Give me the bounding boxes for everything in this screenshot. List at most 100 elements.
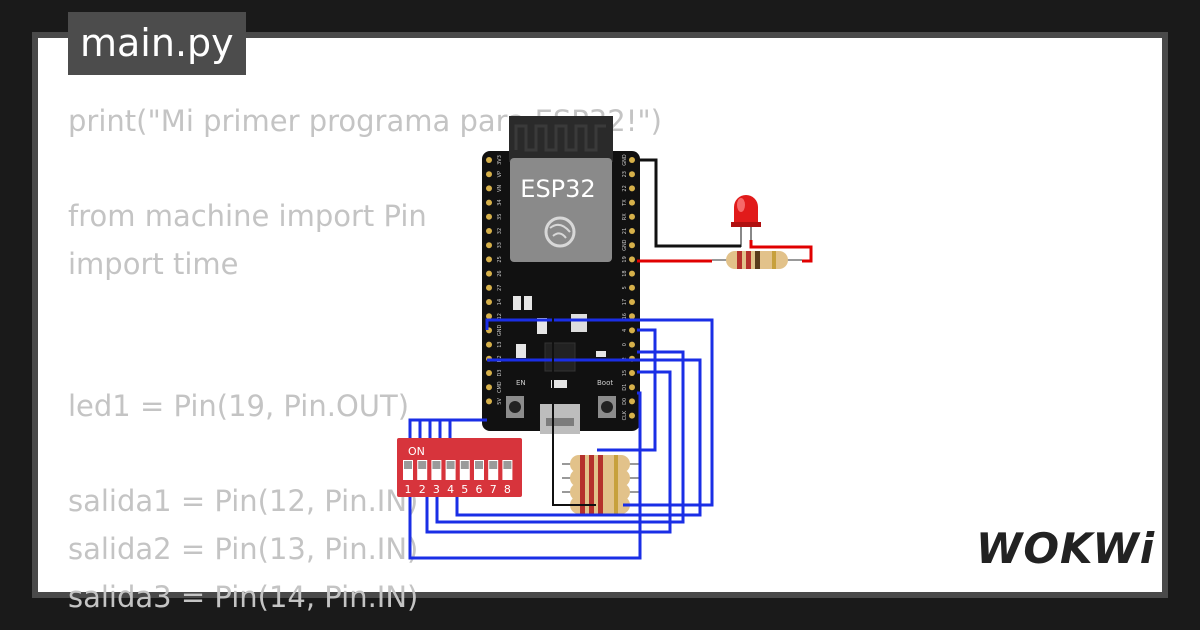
led-body bbox=[734, 195, 758, 225]
espressif-logo-swirl bbox=[549, 223, 571, 239]
pin-25[interactable] bbox=[486, 256, 492, 263]
pin-19[interactable] bbox=[629, 256, 635, 263]
pin-5[interactable] bbox=[629, 284, 635, 291]
pin-gnd[interactable] bbox=[629, 242, 635, 249]
wire-gnd-resistors bbox=[552, 276, 596, 506]
wire-gnd bbox=[637, 158, 741, 248]
pin-label: 23 bbox=[622, 171, 628, 177]
pin-label: 15 bbox=[622, 370, 628, 376]
pin-0[interactable] bbox=[629, 341, 635, 348]
dip-toggle-2[interactable] bbox=[417, 460, 428, 480]
pin-label: 27 bbox=[497, 285, 503, 291]
pin-label: 4 bbox=[622, 329, 628, 332]
pin-label: 21 bbox=[622, 228, 628, 234]
pin-d0[interactable] bbox=[629, 398, 635, 405]
led-resistor[interactable] bbox=[712, 251, 802, 269]
pin-label: 25 bbox=[497, 256, 503, 262]
pin-5v[interactable] bbox=[486, 398, 492, 405]
pin-label: 22 bbox=[622, 185, 628, 191]
pin-label: 12 bbox=[497, 313, 503, 319]
pin-33[interactable] bbox=[486, 242, 492, 249]
dip-number: 7 bbox=[490, 483, 497, 496]
dip-toggle-1[interactable] bbox=[403, 460, 413, 480]
en-button-cap[interactable] bbox=[509, 401, 521, 413]
dip-toggle-8[interactable] bbox=[502, 460, 513, 480]
pin-rx[interactable] bbox=[629, 213, 635, 220]
pin-22[interactable] bbox=[629, 185, 635, 192]
pin-d1[interactable] bbox=[629, 384, 635, 391]
pin-14[interactable] bbox=[486, 299, 492, 305]
pin-d3[interactable] bbox=[486, 370, 492, 376]
pin-17[interactable] bbox=[629, 299, 635, 305]
pin-label: 17 bbox=[622, 299, 628, 305]
pin-vp[interactable] bbox=[486, 171, 492, 178]
dip-on-label: ON bbox=[408, 445, 425, 458]
pin-12[interactable] bbox=[486, 313, 492, 320]
pin-clk[interactable] bbox=[629, 412, 635, 419]
pin-label: 5V bbox=[497, 398, 503, 405]
code-line: from machine import Pin bbox=[68, 199, 427, 233]
dip-number: 3 bbox=[433, 483, 440, 496]
wokwi-logo: WOKWi bbox=[976, 524, 1156, 573]
esp32-board[interactable]: ESP32 EN Boot 3V3VPVN343532332526271412G… bbox=[482, 116, 640, 434]
dip-toggle-knob bbox=[503, 461, 512, 469]
wire-led-resistor bbox=[749, 240, 813, 263]
en-label: EN bbox=[516, 379, 526, 387]
pin-label: 0 bbox=[622, 343, 628, 346]
pin-26[interactable] bbox=[486, 270, 492, 277]
pin-18[interactable] bbox=[629, 270, 635, 277]
pin-13[interactable] bbox=[486, 341, 492, 348]
pin-3v3[interactable] bbox=[486, 157, 492, 163]
red-led[interactable] bbox=[731, 195, 761, 247]
dip-number: 1 bbox=[405, 483, 412, 496]
pin-16[interactable] bbox=[629, 313, 635, 320]
pin-label: GND bbox=[622, 239, 628, 251]
pin-label: VN bbox=[497, 185, 503, 192]
code-line: import time bbox=[68, 247, 239, 281]
code-line: led1 = Pin(19, Pin.OUT) bbox=[68, 389, 410, 423]
pin-label: 5 bbox=[622, 286, 628, 289]
dip-number: 6 bbox=[476, 483, 483, 496]
pin-label: 32 bbox=[497, 228, 503, 234]
pin-4[interactable] bbox=[629, 327, 635, 334]
pin-23[interactable] bbox=[629, 171, 635, 178]
pin-15[interactable] bbox=[629, 370, 635, 376]
file-tab[interactable]: main.py bbox=[68, 12, 246, 75]
pin-label: VP bbox=[497, 171, 503, 177]
pin-cmd[interactable] bbox=[486, 384, 492, 391]
pin-27[interactable] bbox=[486, 284, 492, 291]
pin-label: 34 bbox=[497, 199, 503, 205]
pin-label: GND bbox=[497, 325, 503, 337]
boot-button-cap[interactable] bbox=[601, 401, 613, 413]
pin-label: D1 bbox=[622, 384, 628, 391]
pin-tx[interactable] bbox=[629, 199, 635, 206]
dip-number: 5 bbox=[461, 483, 468, 496]
dip-number: 2 bbox=[419, 483, 426, 496]
resistor-2[interactable] bbox=[562, 469, 640, 487]
dip-toggle-6[interactable] bbox=[474, 460, 484, 480]
pin-vn[interactable] bbox=[486, 185, 492, 192]
pin-label: TX bbox=[622, 199, 628, 207]
dip-toggle-knob bbox=[418, 461, 427, 469]
pin-gnd[interactable] bbox=[629, 157, 635, 163]
pin-label: 3V3 bbox=[497, 155, 503, 165]
pin-label: 13 bbox=[497, 341, 503, 347]
dip-toggle-4[interactable] bbox=[445, 460, 456, 480]
pin-label: 16 bbox=[622, 313, 628, 319]
pin-label: 33 bbox=[497, 242, 503, 248]
pin-label: 19 bbox=[622, 256, 628, 262]
pin-21[interactable] bbox=[629, 228, 635, 234]
pin-32[interactable] bbox=[486, 228, 492, 234]
pin-35[interactable] bbox=[486, 213, 492, 220]
dip-toggle-5[interactable] bbox=[459, 460, 470, 480]
dip-toggle-knob bbox=[432, 461, 441, 469]
resistor-1[interactable] bbox=[562, 455, 640, 473]
dip-toggle-7[interactable] bbox=[488, 460, 499, 480]
dip-toggle-knob bbox=[475, 461, 483, 469]
dip-toggle-3[interactable] bbox=[431, 460, 442, 480]
pin-34[interactable] bbox=[486, 199, 492, 206]
code-line: salida1 = Pin(12, Pin.IN) bbox=[68, 484, 419, 518]
pin-label: RX bbox=[622, 213, 628, 220]
